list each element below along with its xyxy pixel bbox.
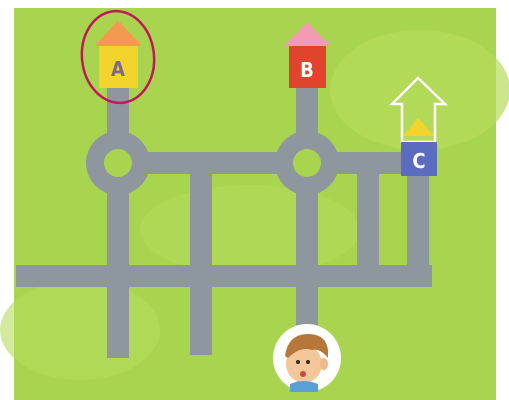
grass-patch bbox=[0, 280, 160, 380]
roundabout-left-center bbox=[104, 149, 132, 177]
avatar-shirt bbox=[290, 381, 318, 392]
grass-patch bbox=[140, 185, 360, 275]
road-segment bbox=[190, 163, 212, 355]
road-segment bbox=[296, 80, 318, 348]
roundabout-right-center bbox=[293, 149, 321, 177]
road-segment bbox=[357, 163, 379, 275]
avatar-eye bbox=[296, 360, 300, 364]
avatar-eye bbox=[306, 360, 310, 364]
road-segment bbox=[407, 170, 429, 280]
house-b-label: B bbox=[300, 58, 314, 82]
road-segment bbox=[107, 80, 129, 358]
boy-avatar-icon[interactable] bbox=[273, 324, 341, 392]
house-a-label: A bbox=[111, 57, 125, 81]
house-c-label: C bbox=[412, 149, 425, 173]
avatar-mouth bbox=[300, 371, 306, 377]
avatar-ear bbox=[320, 358, 328, 370]
